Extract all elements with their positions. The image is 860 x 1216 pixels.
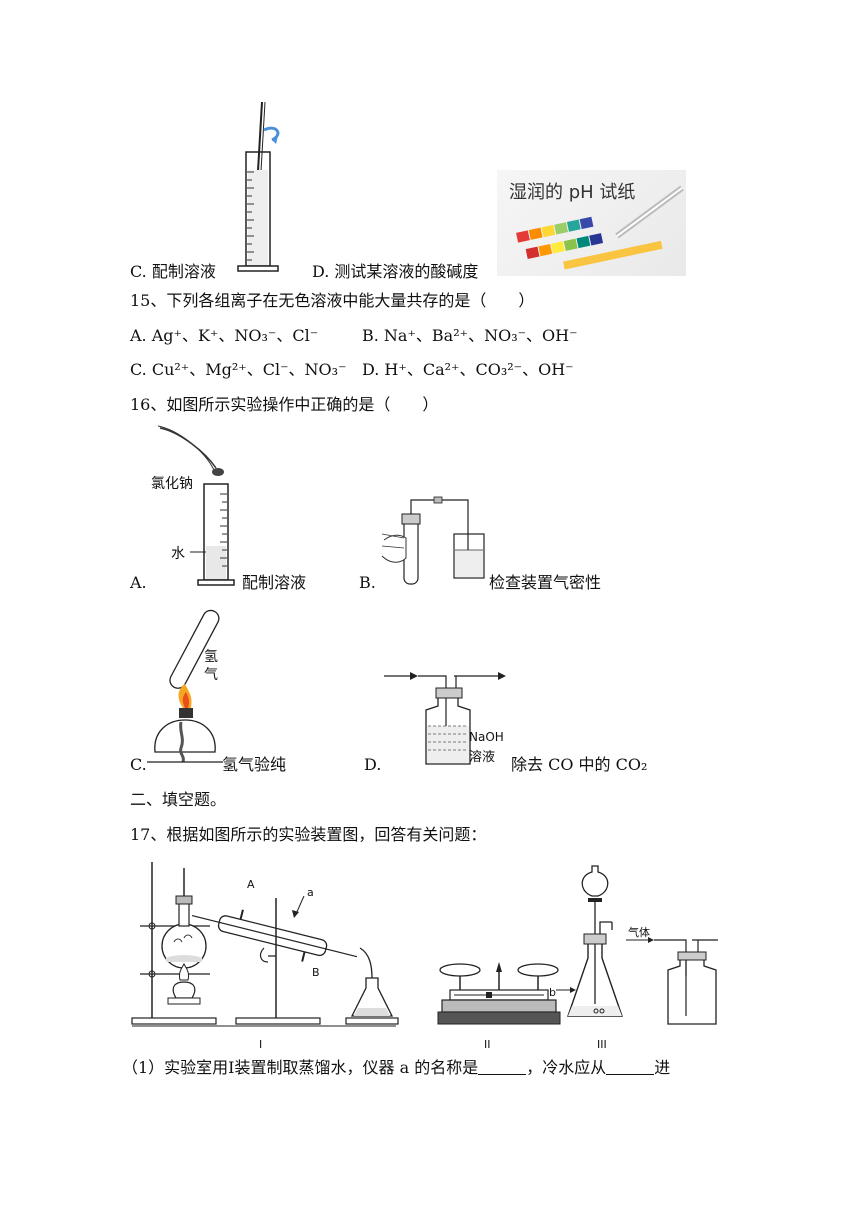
q16-c-letter: C. xyxy=(130,755,147,774)
answer-blank-2[interactable] xyxy=(606,1060,655,1075)
q17-stem: 17、根据如图所示的实验装置图，回答有关问题： xyxy=(130,825,487,844)
q15-stem: 15、下列各组离子在无色溶液中能大量共存的是（ ） xyxy=(130,291,535,310)
q15-option-c: C. Cu²⁺、Mg²⁺、Cl⁻、NO₃⁻ xyxy=(130,360,347,379)
figure-III-label: III xyxy=(597,1038,607,1051)
graduated-cylinder-stirring-figure xyxy=(237,101,280,272)
figure-I-label: I xyxy=(259,1038,263,1051)
label-B: B xyxy=(312,966,320,979)
label-hydrogen-1: 氢 xyxy=(204,649,218,665)
q16-b-caption: 检查装置气密性 xyxy=(489,573,602,592)
q16-stem: 16、如图所示实验操作中正确的是（ ） xyxy=(130,395,439,414)
section-heading: 二、填空题。 xyxy=(130,790,227,809)
q14-option-c: C. 配制溶液 xyxy=(130,262,216,281)
label-gas: 气体 xyxy=(628,926,650,939)
q16-a-caption: 配制溶液 xyxy=(242,573,307,592)
label-water: 水 xyxy=(171,546,185,562)
distillation-apparatus-figure xyxy=(131,862,399,1027)
label-a: a xyxy=(307,886,314,899)
balance-figure xyxy=(437,962,561,1025)
q17-sub1-part2: ，冷水应从 xyxy=(526,1058,607,1077)
q16-b-letter: B. xyxy=(359,573,376,592)
answer-blank-1[interactable] xyxy=(478,1060,527,1075)
q15-option-a: A. Ag⁺、K⁺、NO₃⁻、Cl⁻ xyxy=(130,326,319,345)
q17-sub1-part1: （1）实验室用Ⅰ装置制取蒸馏水，仪器 a 的名称是 xyxy=(122,1058,479,1077)
q15-option-b: B. Na⁺、Ba²⁺、NO₃⁻、OH⁻ xyxy=(362,326,578,345)
q16-d-letter: D. xyxy=(364,755,382,774)
gas-washing-bottle-figure xyxy=(384,672,506,765)
q16-a-letter: A. xyxy=(130,573,147,592)
hydrogen-purity-figure xyxy=(147,609,223,763)
gas-generator-figure xyxy=(556,865,718,1025)
cylinder-nacl-figure xyxy=(157,425,235,586)
label-naoh: NaOH xyxy=(469,730,504,744)
ph-paper-label: 湿润的 pH 试纸 xyxy=(509,182,636,203)
q17-sub1-part3: 进 xyxy=(654,1058,671,1077)
label-solution: 溶液 xyxy=(469,750,496,765)
label-A: A xyxy=(247,878,255,891)
q16-d-caption: 除去 CO 中的 CO₂ xyxy=(511,755,648,774)
label-b: b xyxy=(549,986,556,999)
label-nacl: 氯化钠 xyxy=(151,476,193,492)
label-hydrogen-2: 气 xyxy=(204,667,218,683)
q16-c-caption: 氢气验纯 xyxy=(222,755,287,774)
airtightness-check-figure xyxy=(381,496,485,585)
figure-II-label: II xyxy=(484,1038,491,1051)
q17-sub1: （1）实验室用Ⅰ装置制取蒸馏水，仪器 a 的名称是 ，冷水应从 进 xyxy=(122,1058,670,1078)
q15-option-d: D. H⁺、Ca²⁺、CO₃²⁻、OH⁻ xyxy=(362,360,574,379)
ph-paper-figure: 湿润的 pH 试纸 xyxy=(497,170,686,276)
q14-option-d: D. 测试某溶液的酸碱度 xyxy=(312,262,479,281)
